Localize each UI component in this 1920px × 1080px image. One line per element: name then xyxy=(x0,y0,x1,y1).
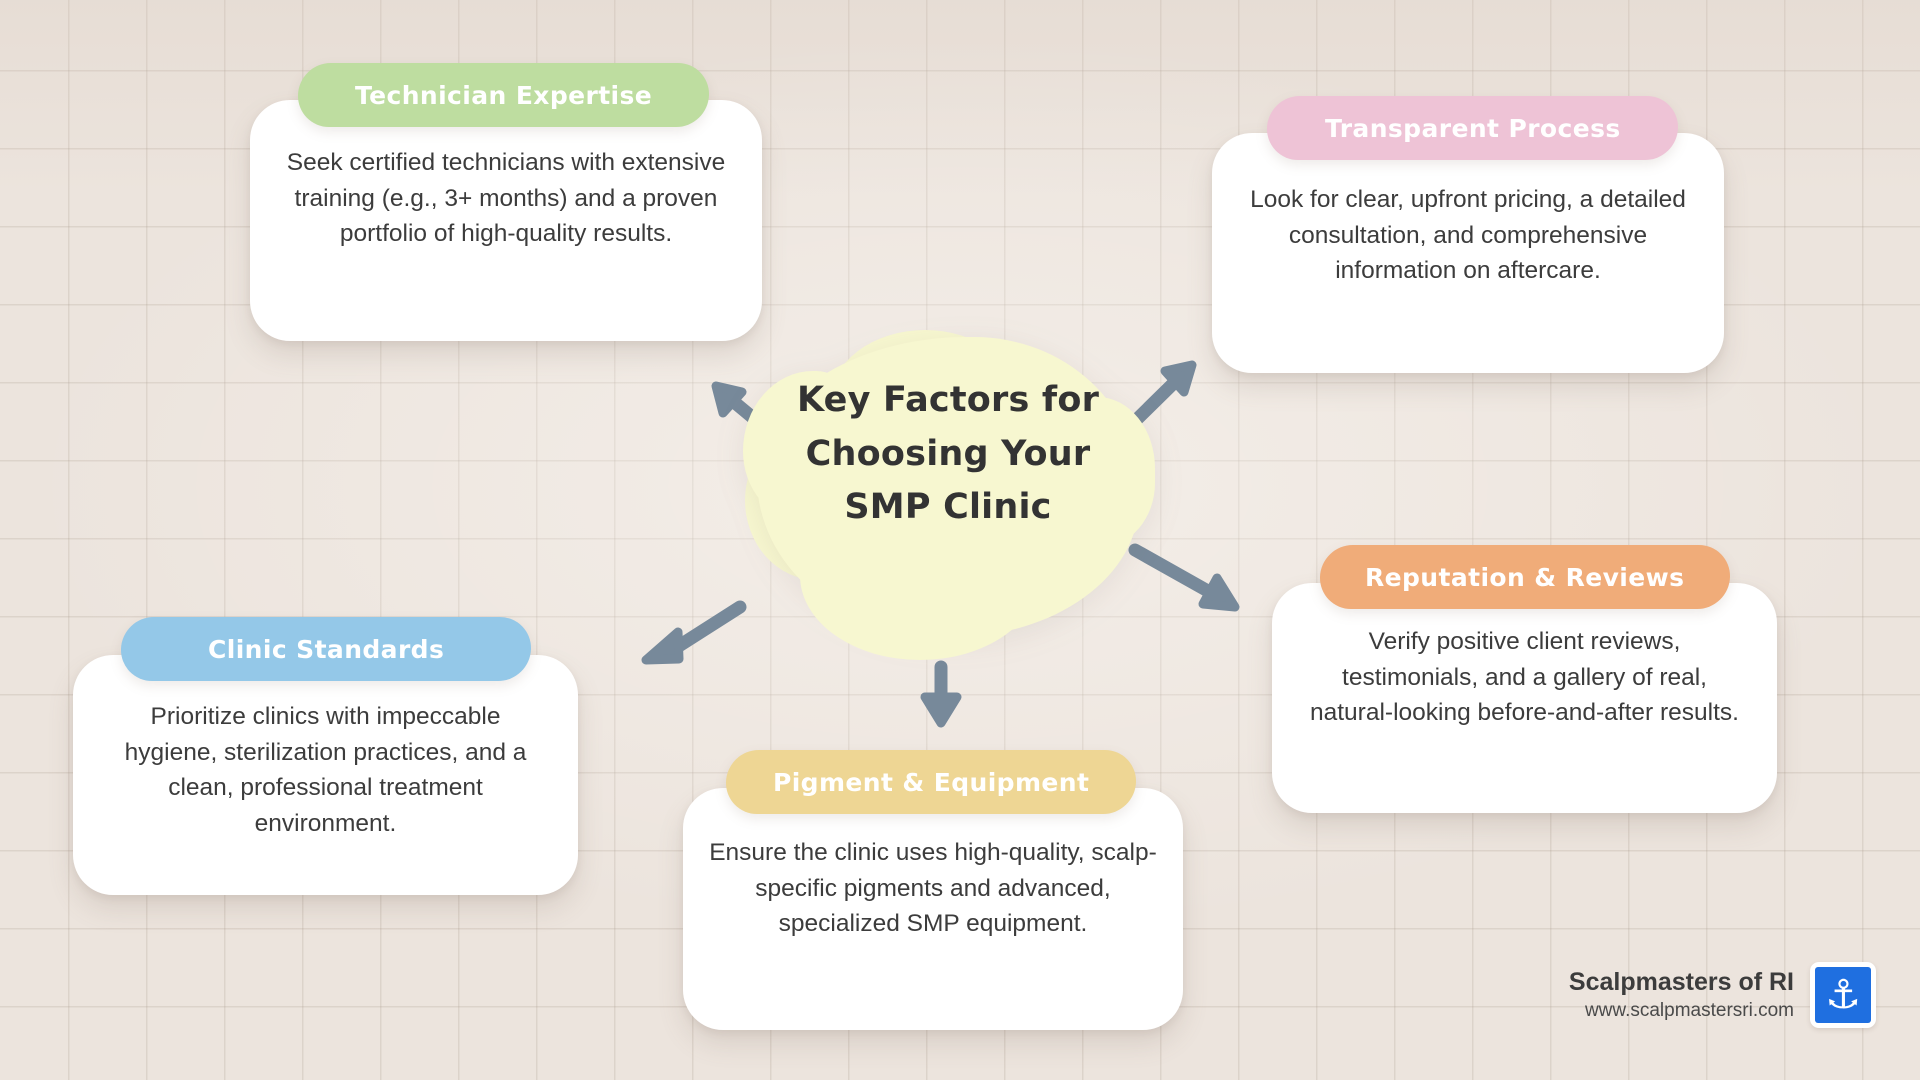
card-body-text: Prioritize clinics with impeccable hygie… xyxy=(124,703,527,837)
card-surface xyxy=(73,655,578,895)
brand-name: Scalpmasters of RI xyxy=(1568,968,1794,997)
card-title: Reputation & Reviews xyxy=(1365,562,1685,592)
card-header-pill: Technician Expertise xyxy=(297,63,710,127)
card-surface xyxy=(1212,133,1724,373)
card-header-pill: Pigment & Equipment xyxy=(725,750,1137,814)
center-blob-lobe xyxy=(800,530,1040,660)
card-body-text: Seek certified technicians with extensiv… xyxy=(286,149,726,248)
anchor-icon: ⚓ xyxy=(1815,967,1871,1023)
card-title: Transparent Process xyxy=(1324,113,1621,143)
card-header-pill: Transparent Process xyxy=(1266,96,1679,160)
card-surface xyxy=(1272,583,1777,813)
card-title: Clinic Standards xyxy=(207,634,445,664)
card-body-text: Verify positive client reviews, testimon… xyxy=(1310,628,1739,727)
brand-text-block: Scalpmasters of RI www.scalpmastersri.co… xyxy=(1569,966,1794,1024)
card-body-text: Ensure the clinic uses high-quality, sca… xyxy=(709,839,1157,938)
center-node-title: Key Factors for Choosing Your SMP Clinic xyxy=(796,380,1100,528)
brand-footer: Scalpmasters of RI www.scalpmastersri.co… xyxy=(1569,962,1876,1028)
card-surface xyxy=(250,100,762,341)
brand-url[interactable]: www.scalpmastersri.com xyxy=(1584,1000,1794,1022)
card-title: Pigment & Equipment xyxy=(772,767,1090,797)
card-header-pill: Clinic Standards xyxy=(120,617,532,681)
card-title: Technician Expertise xyxy=(354,80,653,110)
card-header-pill: Reputation & Reviews xyxy=(1319,545,1731,609)
card-surface xyxy=(683,788,1183,1030)
brand-logo: ⚓ xyxy=(1810,962,1876,1028)
card-body-text: Look for clear, upfront pricing, a detai… xyxy=(1250,186,1686,285)
